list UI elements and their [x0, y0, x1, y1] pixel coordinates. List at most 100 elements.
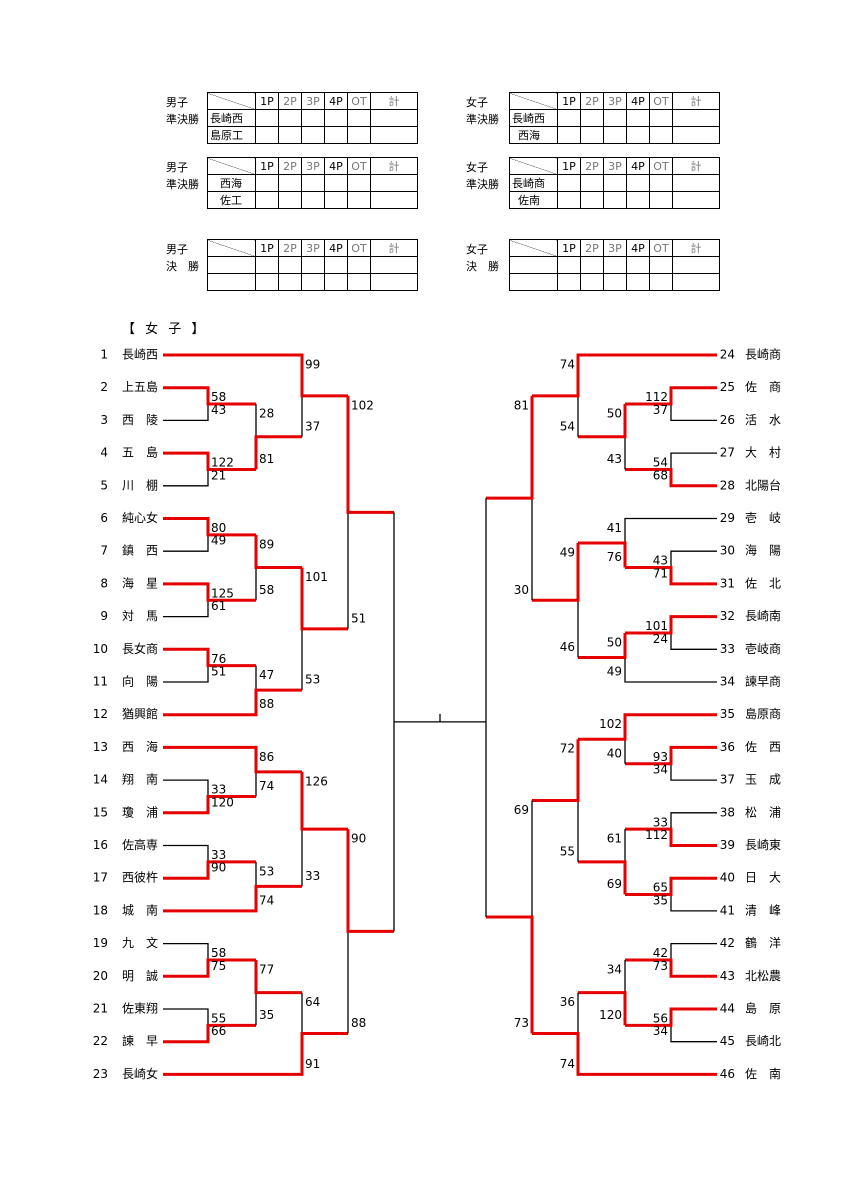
winner-line [163, 794, 256, 815]
score-label: 36 [560, 995, 575, 1009]
period-header: 3P [603, 239, 627, 257]
winner-line [163, 860, 256, 880]
winner-line [163, 582, 256, 602]
seed-number: 12 [93, 707, 108, 721]
bracket-line [163, 844, 209, 862]
bracket-line [163, 469, 209, 487]
team-name: 北陽台 [745, 477, 781, 492]
division-label: 女子 [466, 243, 488, 256]
team-name: 猶興館 [122, 706, 158, 721]
score-label: 49 [560, 546, 575, 560]
score-label: 34 [653, 763, 668, 777]
winner-line [163, 745, 302, 774]
round-label: 準決勝 [166, 178, 199, 191]
score-label: 34 [653, 1024, 668, 1038]
score-label: 101 [645, 619, 668, 633]
team-cell: 長崎西 [207, 109, 256, 127]
winner-line [625, 958, 717, 978]
score-label: 126 [305, 774, 328, 788]
seed-number: 23 [93, 1067, 108, 1081]
score-label: 61 [607, 832, 622, 846]
team-name: 翔 南 [122, 772, 158, 787]
team-name: 鶴 洋 [745, 935, 781, 950]
score-table-girls-final: 1P 2P 3P 4P OT 計 [509, 239, 720, 291]
team-name: 佐東翔 [122, 1002, 158, 1016]
team-name: 九 文 [122, 935, 158, 950]
winner-line [486, 395, 534, 500]
bracket-line [670, 763, 717, 781]
division-label: 女子 [466, 161, 488, 174]
winner-line [578, 860, 627, 895]
score-label: 93 [653, 750, 668, 764]
round-label: 準決勝 [166, 113, 199, 126]
period-header: 1P [557, 157, 581, 175]
header-corner [207, 157, 256, 175]
team-name: 長女商 [122, 641, 158, 656]
winner-line [578, 541, 627, 568]
score-label: 55 [560, 844, 575, 858]
seed-number: 4 [100, 446, 108, 460]
score-label: 81 [259, 452, 274, 466]
bracket-line [163, 600, 209, 618]
team-name: 佐 西 [745, 740, 781, 754]
header-corner [509, 239, 558, 257]
score-label: 77 [259, 962, 274, 976]
bracket-heading: 【 女 子 】 [122, 322, 208, 337]
score-label: 69 [514, 803, 529, 817]
score-label: 89 [259, 537, 274, 551]
score-label: 47 [259, 668, 274, 682]
seed-number: 17 [93, 871, 108, 885]
team-name: 佐高専 [122, 837, 158, 852]
seed-number: 11 [93, 675, 108, 689]
score-label: 51 [351, 611, 366, 625]
bracket-line [670, 812, 717, 830]
team-name: 川 棚 [122, 477, 158, 492]
team-name: 佐 北 [745, 576, 781, 590]
score-label: 88 [351, 1016, 366, 1030]
bracket-line [163, 1008, 209, 1026]
seed-number: 41 [720, 903, 735, 917]
team-name: 島原商 [745, 706, 781, 721]
seed-number: 13 [93, 740, 108, 754]
score-label: 46 [560, 640, 575, 654]
seed-number: 21 [93, 1002, 108, 1016]
winner-line [625, 1007, 717, 1027]
winner-line [578, 991, 627, 1026]
seed-number: 40 [720, 871, 735, 885]
seed-number: 24 [720, 348, 735, 362]
team-name: 佐 商 [745, 379, 781, 394]
team-name: 西 陵 [122, 413, 158, 427]
score-table-boys-semifinal-2: 1P 2P 3P 4P OT 計 西海 佐工 [207, 157, 418, 209]
score-label: 54 [653, 456, 668, 470]
period-header: 4P [626, 157, 650, 175]
score-label: 74 [560, 358, 575, 372]
score-label: 58 [211, 946, 226, 960]
team-name: 北松農 [745, 969, 781, 983]
score-label: 90 [351, 832, 366, 846]
team-name: 対 馬 [122, 609, 158, 623]
team-cell: 佐工 [207, 191, 256, 209]
bracket-line [670, 550, 717, 568]
seed-number: 10 [93, 642, 108, 656]
score-label: 43 [211, 403, 226, 417]
winner-line [625, 827, 717, 847]
seed-number: 32 [720, 609, 735, 623]
bracket-line [670, 1025, 717, 1043]
bracket-line [624, 517, 717, 544]
score-label: 120 [211, 795, 234, 809]
score-label: 99 [305, 358, 320, 372]
score-label: 49 [211, 534, 226, 548]
team-name: 海 陽 [745, 543, 781, 558]
bracket-line [163, 942, 209, 960]
score-label: 43 [607, 452, 622, 466]
seed-number: 6 [100, 511, 108, 525]
score-label: 112 [645, 390, 668, 404]
score-label: 101 [305, 570, 328, 584]
division-label: 男子 [166, 243, 188, 256]
team-name: 海 星 [122, 575, 158, 590]
division-label: 男子 [166, 161, 188, 174]
winner-line [163, 1032, 348, 1076]
team-cell: 島原工 [207, 126, 256, 144]
score-label: 74 [560, 1057, 575, 1071]
